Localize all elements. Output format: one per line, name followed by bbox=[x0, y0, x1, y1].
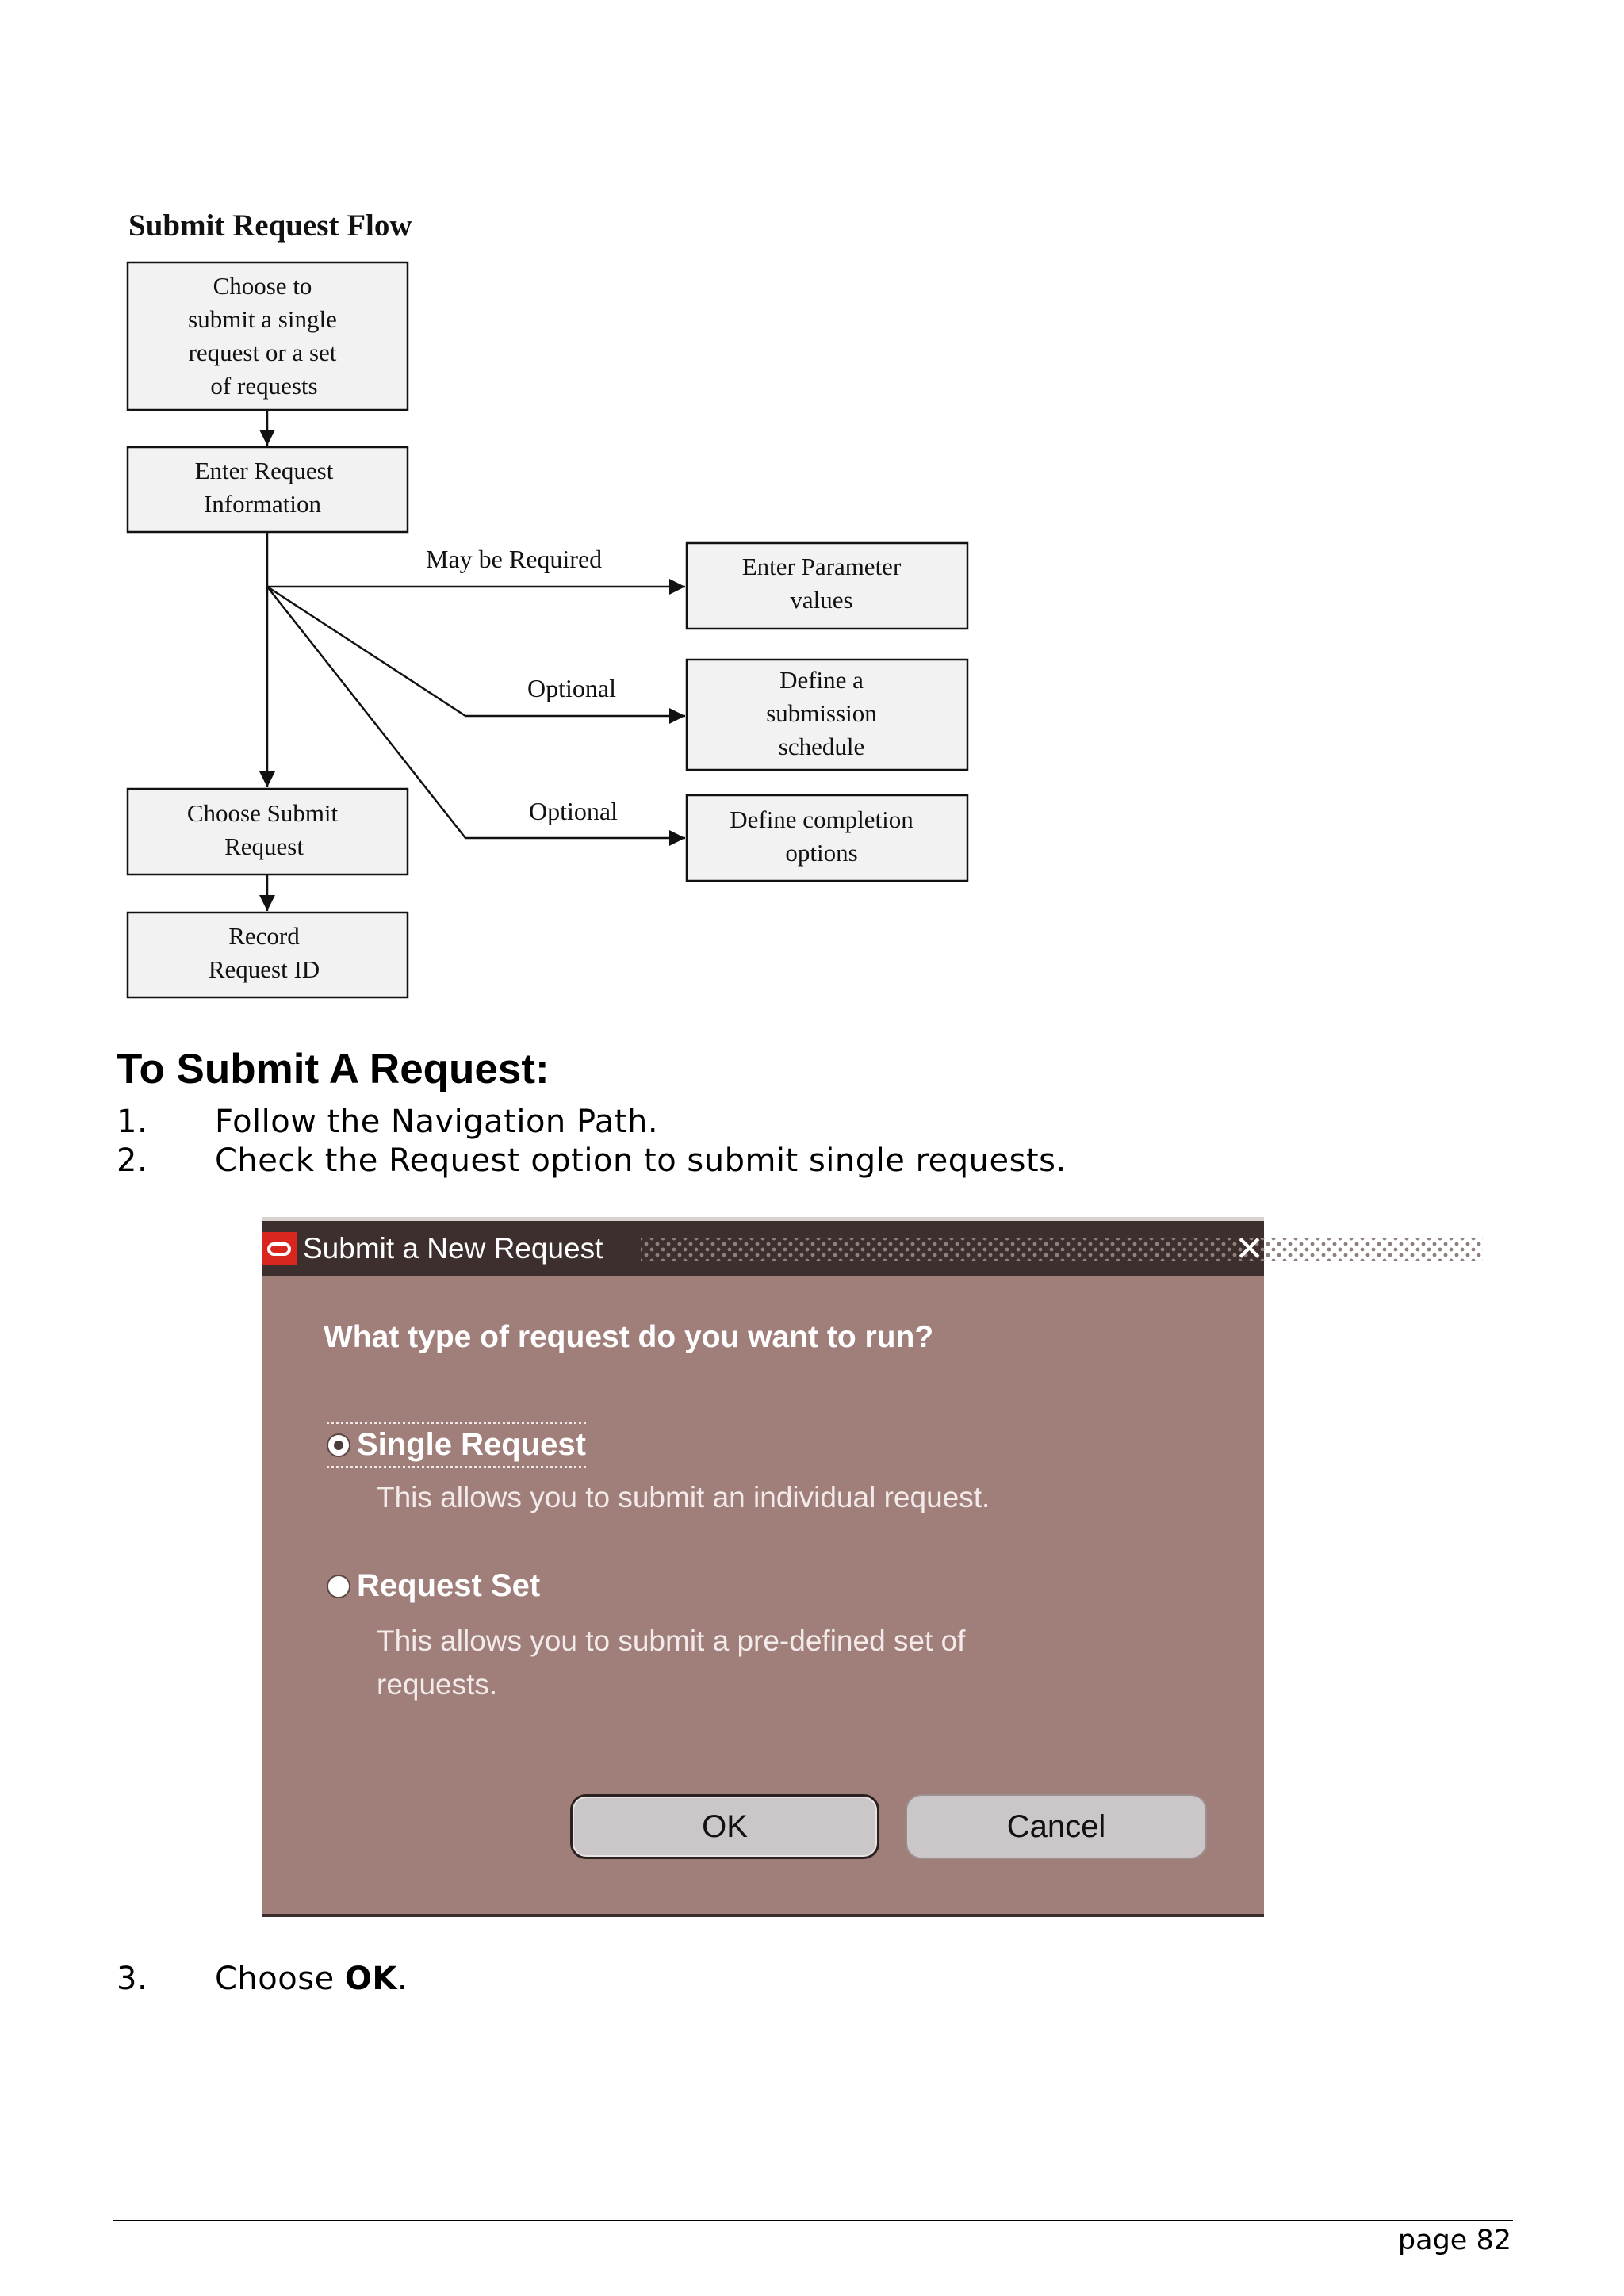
box-choose-single-or-set bbox=[126, 261, 409, 411]
description-line: This allows you to submit a pre-defined … bbox=[377, 1624, 966, 1657]
box-enter-parameter-values bbox=[685, 541, 969, 630]
box-choose-line: Choose to bbox=[213, 272, 312, 300]
label-may-be-required: May be Required bbox=[426, 545, 602, 573]
cancel-button[interactable]: Cancel bbox=[906, 1794, 1207, 1859]
request-set-description: This allows you to submit a pre-defined … bbox=[377, 1619, 1090, 1706]
step-text-bold: OK bbox=[344, 1961, 397, 1997]
single-request-description: This allows you to submit an individual … bbox=[377, 1481, 990, 1513]
step-text: Check the Request option to submit singl… bbox=[215, 1142, 1067, 1179]
box-enter-info-line: Enter Request bbox=[195, 457, 334, 484]
titlebar-drag-handle[interactable] bbox=[641, 1238, 1483, 1261]
connector-optional-1 bbox=[266, 585, 685, 724]
box-define-completion-options bbox=[685, 794, 969, 882]
dialog-titlebar: Submit a New Request ✕ bbox=[262, 1217, 1483, 1276]
box-choose-submit-line: Request bbox=[224, 832, 304, 860]
box-record-request-id bbox=[126, 911, 409, 999]
box-schedule-line: Define a bbox=[779, 666, 864, 694]
box-enter-info-line: Information bbox=[204, 490, 322, 518]
box-choose-line: request or a set bbox=[189, 339, 337, 366]
request-set-label[interactable]: Request Set bbox=[357, 1568, 541, 1603]
diagram-title: Submit Request Flow bbox=[128, 209, 412, 243]
connector-optional-2 bbox=[266, 586, 685, 846]
step-text: Choose OK. bbox=[215, 1961, 408, 1997]
box-choose-text: Choose to submit a single request or a set… bbox=[188, 272, 337, 400]
section-heading: To Submit A Request: bbox=[117, 1046, 550, 1093]
request-set-option[interactable]: Request Set bbox=[327, 1568, 540, 1604]
box-choose-submit-line: Choose Submit bbox=[187, 799, 339, 827]
dialog-question: What type of request do you want to run? bbox=[324, 1320, 934, 1354]
box-define-submission-schedule bbox=[685, 658, 969, 771]
submit-new-request-dialog: Submit a New Request ✕ What type of requ… bbox=[262, 1217, 1483, 1917]
box-record-line: Record bbox=[228, 922, 300, 950]
label-optional: Optional bbox=[529, 797, 618, 825]
submit-request-flow-diagram: Choose to submit a single request or a set… bbox=[126, 261, 969, 999]
step-text-after: . bbox=[396, 1961, 408, 1997]
box-schedule-text: Define a submission schedule bbox=[766, 666, 877, 760]
request-set-radio[interactable] bbox=[327, 1574, 350, 1598]
single-request-radio[interactable] bbox=[327, 1433, 350, 1457]
box-enter-request-information bbox=[126, 446, 409, 534]
box-choose-line: submit a single bbox=[188, 305, 337, 333]
footer-rule bbox=[113, 2220, 1513, 2221]
single-request-option[interactable]: Single Request bbox=[327, 1422, 586, 1468]
box-completion-text: Define completion options bbox=[730, 806, 914, 867]
box-completion-line: Define completion bbox=[730, 806, 914, 833]
description-line: requests. bbox=[377, 1668, 498, 1701]
step-number: 2. bbox=[117, 1142, 148, 1179]
box-schedule-line: submission bbox=[766, 699, 877, 727]
box-schedule-line: schedule bbox=[779, 733, 864, 760]
close-icon[interactable]: ✕ bbox=[1235, 1229, 1264, 1269]
step-text-before: Choose bbox=[215, 1961, 345, 1997]
oracle-logo-icon bbox=[262, 1232, 297, 1265]
label-optional: Optional bbox=[527, 674, 616, 702]
page-number: page 82 bbox=[1397, 2225, 1511, 2256]
step-text: Follow the Navigation Path. bbox=[215, 1104, 659, 1140]
box-completion-line: options bbox=[785, 839, 857, 867]
box-param-line: Enter Parameter bbox=[742, 553, 902, 580]
box-param-line: values bbox=[790, 586, 852, 614]
step-number: 3. bbox=[117, 1961, 148, 1997]
box-choose-submit-request bbox=[126, 787, 409, 876]
ok-button[interactable]: OK bbox=[570, 1794, 879, 1859]
dialog-title: Submit a New Request bbox=[303, 1232, 603, 1265]
box-choose-line: of requests bbox=[210, 372, 317, 400]
box-record-line: Request ID bbox=[209, 955, 320, 983]
step-number: 1. bbox=[117, 1104, 148, 1140]
box-param-text: Enter Parameter values bbox=[742, 553, 902, 614]
single-request-label[interactable]: Single Request bbox=[357, 1427, 586, 1462]
